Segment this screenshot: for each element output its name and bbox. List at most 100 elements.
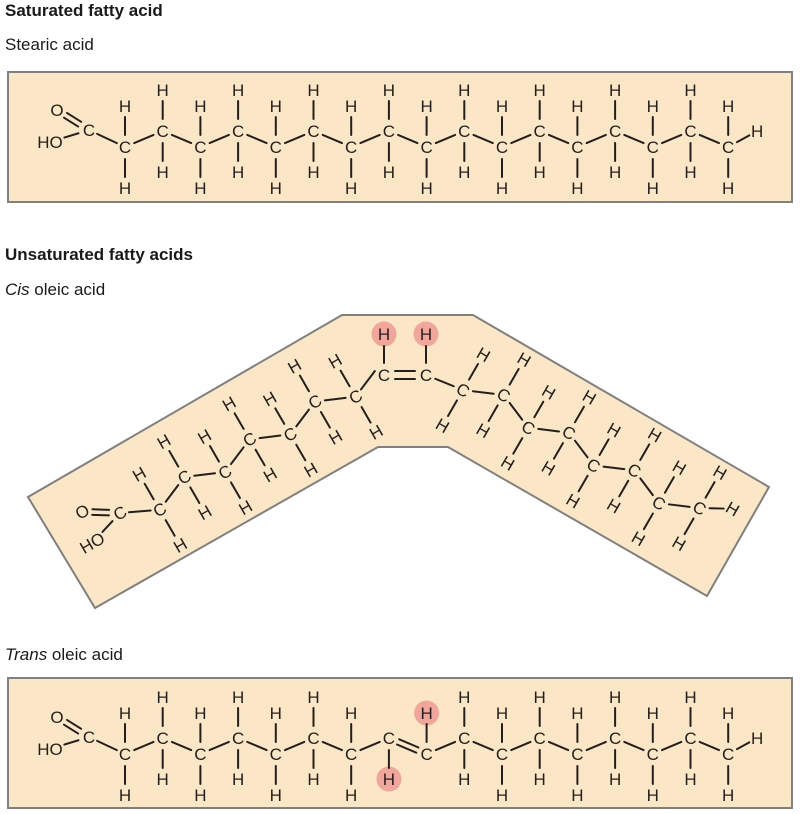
hydrogen-label: H: [232, 770, 244, 789]
hydrogen-label: H: [571, 179, 583, 198]
hydrogen-label: H: [157, 688, 169, 707]
bond: [284, 740, 306, 752]
hydrogen-label: H: [194, 179, 206, 198]
hydrogen-label: H: [647, 704, 659, 723]
bond: [133, 740, 155, 752]
hydrogen-label: H: [270, 786, 282, 805]
subtitle-cis-oleic-acid: Cis oleic acid: [5, 280, 105, 300]
hydrogen-label: H: [458, 688, 470, 707]
bond: [602, 465, 626, 471]
bond: [508, 401, 524, 421]
bond: [170, 740, 193, 752]
bond: [229, 446, 245, 466]
carbon-label: C: [571, 138, 583, 157]
hydrogen-label: H: [420, 179, 432, 198]
bond: [623, 133, 645, 145]
hydroxyl-label: HO: [37, 740, 63, 759]
hydrogen-label: H: [232, 81, 244, 100]
bond: [359, 370, 376, 391]
bond: [735, 741, 751, 751]
carbon-label: C: [458, 729, 470, 748]
carbon-label: C: [722, 745, 734, 764]
hydrogen-label: H: [751, 122, 763, 141]
hydrogen-label: H: [534, 163, 546, 182]
hydrogen-label: H: [232, 688, 244, 707]
bond: [585, 740, 607, 752]
bond: [101, 520, 114, 533]
hydrogen-label: H: [722, 786, 734, 805]
bond: [133, 133, 155, 145]
hydrogen-label: H: [496, 179, 508, 198]
bond: [471, 390, 495, 395]
hydrogen-label: H: [307, 770, 319, 789]
hydrogen-label: H: [383, 163, 395, 182]
bond: [208, 133, 230, 145]
carbon-label: C: [232, 729, 244, 748]
bond: [284, 133, 306, 145]
bond: [295, 408, 310, 428]
bond: [321, 740, 343, 752]
bond: [398, 738, 420, 749]
bond: [667, 503, 691, 508]
hydrogen-label: H: [119, 704, 131, 723]
hydrogen-label: H: [609, 81, 621, 100]
hydrogen-label: H: [647, 179, 659, 198]
bond: [208, 740, 230, 752]
bond: [547, 740, 570, 752]
carbon-label: C: [534, 729, 546, 748]
hydrogen-label: H: [157, 163, 169, 182]
bond: [91, 513, 110, 517]
bond: [512, 437, 524, 455]
bond: [254, 448, 266, 467]
bond: [573, 405, 585, 424]
carbon-label: C: [571, 745, 583, 764]
bond: [63, 739, 80, 746]
hydrogen-label: H: [232, 163, 244, 182]
bond: [258, 434, 282, 440]
subtitle-trans-oleic-acid: Trans oleic acid: [5, 645, 123, 665]
bond: [533, 400, 545, 419]
carbon-label: C: [420, 138, 432, 157]
bond: [164, 484, 180, 503]
section-title-unsaturated: Unsaturated fatty acids: [5, 245, 193, 264]
bond: [708, 507, 725, 510]
hydrogen-label: H: [534, 688, 546, 707]
hydrogen-label: H: [383, 770, 395, 789]
bond: [189, 486, 201, 504]
carbon-label: C: [647, 138, 659, 157]
hydrogen-label: H: [684, 81, 696, 100]
hydrogen-label: H: [684, 688, 696, 707]
hydrogen-label: H: [722, 179, 734, 198]
hydrogen-label: H: [534, 770, 546, 789]
carbon-label: C: [383, 729, 395, 748]
bond: [63, 132, 80, 139]
bond: [434, 740, 457, 752]
bond: [639, 477, 654, 497]
bond: [698, 133, 720, 145]
carbon-label: C: [157, 729, 169, 748]
bond: [552, 442, 564, 460]
carbon-label: C: [307, 729, 319, 748]
bond: [319, 411, 331, 429]
hydrogen-label: H: [378, 325, 390, 344]
hydrogen-label: H: [496, 704, 508, 723]
bond: [735, 134, 751, 144]
bond: [295, 443, 307, 462]
hydrogen-label: H: [571, 97, 583, 116]
hydrogen-label: H: [496, 97, 508, 116]
hydrogen-label: H: [270, 97, 282, 116]
hydrogen-label: H: [345, 786, 357, 805]
carbon-label: C: [420, 366, 432, 385]
bond: [434, 377, 455, 388]
bond: [639, 443, 651, 462]
bond: [62, 723, 80, 735]
bond: [65, 718, 83, 730]
bond: [91, 508, 111, 511]
hydrogen-label: H: [534, 81, 546, 100]
section-title-saturated: Saturated fatty acid: [5, 1, 163, 20]
hydrogen-label: H: [194, 97, 206, 116]
bond: [246, 133, 268, 145]
stearic-acid-panel: [7, 71, 793, 203]
bond: [233, 412, 245, 430]
